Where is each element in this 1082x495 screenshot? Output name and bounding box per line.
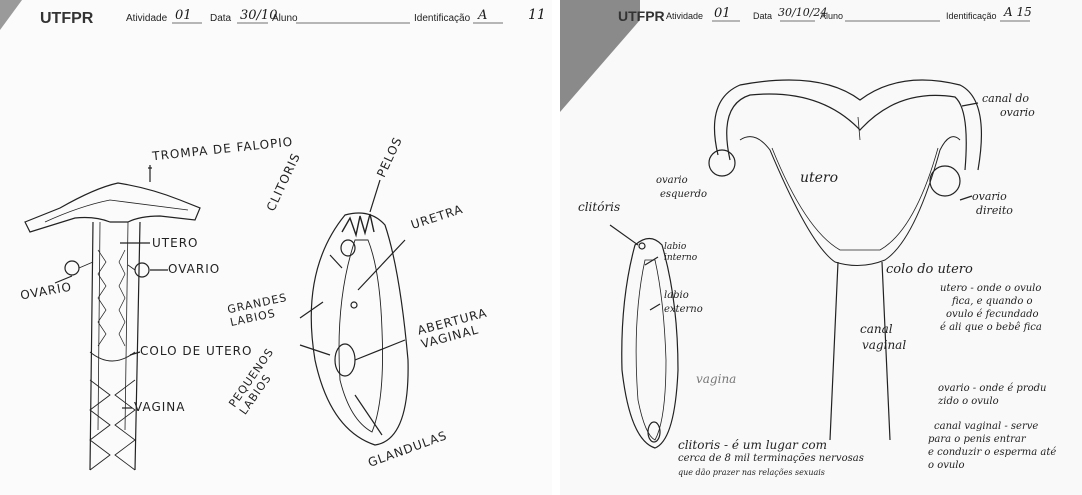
note-line: cerca de 8 mil terminações nervosas [678, 452, 864, 466]
note-line: fica, e quando o [940, 295, 1042, 308]
identificacao-value: A [478, 8, 487, 23]
label-utero: UTERO [152, 236, 198, 250]
right-worksheet: UTFPR Atividade 01 Data 30/10/24 Aluno I… [560, 0, 1082, 495]
left-drawing [0, 0, 552, 495]
note-line: ovulo é fecundado [940, 308, 1042, 321]
note-canal: canal vaginal - serve para o penis entra… [928, 420, 1056, 472]
atividade-value: 01 [714, 6, 731, 21]
left-worksheet: UTFPR Atividade 01 Data 30/10 Aluno Iden… [0, 0, 552, 495]
label-canal-vaginal-2: vaginal [862, 338, 906, 352]
atividade-label: Atividade [126, 13, 167, 24]
label-ovario-dir-2: direito [976, 204, 1013, 217]
data-label: Data [753, 11, 772, 21]
label-ovario-esq-2: esquerdo [660, 189, 707, 200]
uterus-diagram [25, 165, 200, 470]
label-canal-ovario-1: canal do [982, 92, 1029, 105]
label-colo: COLO DE UTERO [140, 344, 252, 358]
corner-mark [0, 0, 22, 30]
label-canal-ovario-2: ovario [1000, 106, 1035, 119]
label-labio-ext-1: labio [664, 290, 689, 301]
note-line: canal vaginal - serve [928, 420, 1056, 433]
note-line: é ali que o bebê fica [940, 321, 1042, 334]
identificacao-value: A 15 [1004, 5, 1032, 19]
note-line: que dão prazer nas relações sexuais [678, 466, 864, 480]
aluno-label: Aluno [820, 11, 843, 21]
note-line: ovario - onde é produ [938, 382, 1046, 395]
label-vagina: VAGINA [134, 400, 185, 414]
label-labio-ext-2: externo [664, 304, 703, 315]
label-ovario-right: OVARIO [168, 262, 220, 276]
note-line: o ovulo [928, 459, 1056, 472]
identificacao-label: Identificação [946, 11, 997, 21]
label-ovario-dir-1: ovario [972, 190, 1007, 203]
atividade-value: 01 [175, 8, 192, 23]
label-vagina: vagina [696, 372, 736, 386]
utfpr-logo: UTFPR [618, 8, 665, 24]
aluno-label: Aluno [272, 13, 298, 24]
data-label: Data [210, 13, 231, 24]
label-utero: utero [800, 170, 838, 186]
utfpr-logo: UTFPR [40, 10, 93, 28]
label-ovario-esq-1: ovario [656, 175, 688, 186]
label-labio-int-1: labio [664, 242, 686, 252]
label-colo: colo do utero [886, 262, 973, 277]
label-canal-vaginal-1: canal [860, 322, 893, 336]
note-line: para o penis entrar [928, 433, 1056, 446]
label-clitoris: clitóris [578, 200, 620, 214]
note-clitoris: clitoris - é um lugar com cerca de 8 mil… [678, 438, 864, 480]
atividade-label: Atividade [666, 11, 703, 21]
page-number: 11 [528, 7, 546, 23]
note-line: zido o ovulo [938, 395, 1046, 408]
note-utero: utero - onde o ovulo fica, e quando o ov… [940, 282, 1042, 334]
note-line: e conduzir o esperma até [928, 446, 1056, 459]
note-ovario: ovario - onde é produ zido o ovulo [938, 382, 1046, 408]
identificacao-label: Identificação [414, 13, 470, 24]
label-labio-int-2: interno [664, 253, 697, 263]
note-line: utero - onde o ovulo [940, 282, 1042, 295]
note-line: clitoris - é um lugar com [678, 438, 864, 452]
vulva-diagram [300, 180, 408, 445]
